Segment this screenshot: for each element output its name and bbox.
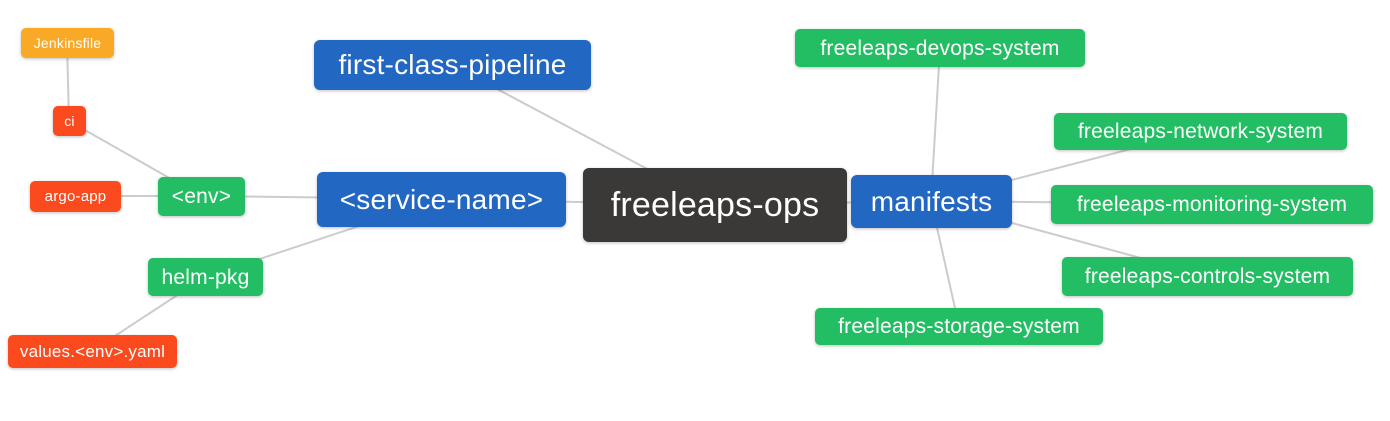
node-first-class-pipeline[interactable]: first-class-pipeline	[314, 40, 591, 90]
node-service-name[interactable]: <service-name>	[317, 172, 566, 227]
node-helm-pkg[interactable]: helm-pkg	[148, 258, 263, 296]
node-jenkinsfile[interactable]: Jenkinsfile	[21, 28, 114, 58]
node-freeleaps-controls-system[interactable]: freeleaps-controls-system	[1062, 257, 1353, 296]
node-argo-app[interactable]: argo-app	[30, 181, 121, 212]
node-freeleaps-ops-root[interactable]: freeleaps-ops	[583, 168, 847, 242]
node-freeleaps-storage-system[interactable]: freeleaps-storage-system	[815, 308, 1103, 345]
node-freeleaps-network-system[interactable]: freeleaps-network-system	[1054, 113, 1347, 150]
node-env[interactable]: <env>	[158, 177, 245, 216]
node-values-env-yaml[interactable]: values.<env>.yaml	[8, 335, 177, 368]
node-manifests[interactable]: manifests	[851, 175, 1012, 228]
node-ci[interactable]: ci	[53, 106, 86, 136]
node-freeleaps-devops-system[interactable]: freeleaps-devops-system	[795, 29, 1085, 67]
node-freeleaps-monitoring-system[interactable]: freeleaps-monitoring-system	[1051, 185, 1373, 224]
